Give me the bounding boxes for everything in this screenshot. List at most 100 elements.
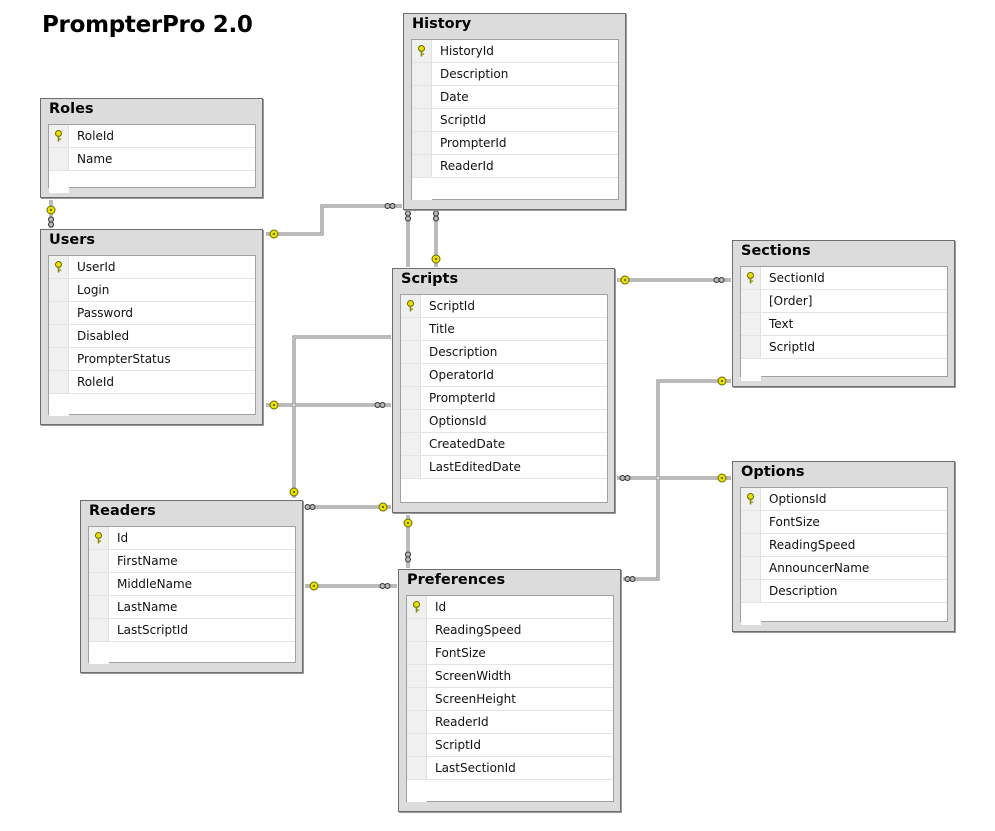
column-name: ScreenHeight — [435, 692, 516, 706]
column-name: ReaderId — [440, 159, 494, 173]
column-row[interactable]: HistoryId — [412, 40, 618, 63]
column-row[interactable]: RoleId — [49, 125, 255, 148]
column-row[interactable]: CreatedDate — [401, 433, 607, 456]
column-row[interactable]: Login — [49, 279, 255, 302]
column-row[interactable]: [Order] — [741, 290, 947, 313]
column-row[interactable]: ScriptId — [401, 295, 607, 318]
column-row[interactable]: ReaderId — [407, 711, 613, 734]
column-row[interactable] — [49, 171, 255, 194]
column-row[interactable] — [741, 603, 947, 626]
column-row[interactable] — [407, 780, 613, 803]
row-selector — [401, 479, 421, 501]
column-row[interactable]: Id — [89, 527, 295, 550]
column-name: ScriptId — [440, 113, 486, 127]
column-row[interactable]: FirstName — [89, 550, 295, 573]
column-row[interactable]: RoleId — [49, 371, 255, 394]
row-selector — [401, 364, 421, 386]
column-row[interactable]: Disabled — [49, 325, 255, 348]
link-sections-preferences — [623, 379, 731, 581]
column-row[interactable]: AnnouncerName — [741, 557, 947, 580]
column-row[interactable]: ScreenWidth — [407, 665, 613, 688]
row-selector — [741, 534, 761, 556]
row-selector — [401, 433, 421, 455]
row-selector — [741, 488, 761, 510]
column-row[interactable]: ScriptId — [741, 336, 947, 359]
column-row[interactable]: Password — [49, 302, 255, 325]
column-row[interactable]: ScriptId — [407, 734, 613, 757]
column-row[interactable]: SectionId — [741, 267, 947, 290]
row-selector — [49, 125, 69, 147]
row-selector — [741, 580, 761, 602]
column-row[interactable]: ReaderId — [412, 155, 618, 178]
column-row[interactable]: Name — [49, 148, 255, 171]
row-selector — [49, 302, 69, 324]
column-name: UserId — [77, 260, 116, 274]
column-row[interactable]: LastEditedDate — [401, 456, 607, 479]
column-row[interactable]: Text — [741, 313, 947, 336]
column-row[interactable] — [412, 178, 618, 201]
column-row[interactable]: UserId — [49, 256, 255, 279]
column-name: Description — [429, 345, 498, 359]
column-row[interactable]: Date — [412, 86, 618, 109]
column-row[interactable]: ScreenHeight — [407, 688, 613, 711]
column-row[interactable]: OptionsId — [401, 410, 607, 433]
column-name: Id — [117, 531, 129, 545]
column-row[interactable]: PrompterId — [401, 387, 607, 410]
column-row[interactable]: ReadingSpeed — [407, 619, 613, 642]
column-name: OptionsId — [429, 414, 487, 428]
column-name: FirstName — [117, 554, 178, 568]
column-row[interactable]: Description — [741, 580, 947, 603]
column-row[interactable]: Title — [401, 318, 607, 341]
column-row[interactable]: Id — [407, 596, 613, 619]
column-row[interactable]: LastScriptId — [89, 619, 295, 642]
column-row[interactable]: LastSectionId — [407, 757, 613, 780]
row-selector — [412, 109, 432, 131]
column-row[interactable]: FontSize — [407, 642, 613, 665]
column-row[interactable] — [49, 394, 255, 417]
row-selector — [407, 757, 427, 779]
column-row[interactable]: Description — [412, 63, 618, 86]
column-row[interactable]: PrompterStatus — [49, 348, 255, 371]
column-name: HistoryId — [440, 44, 494, 58]
column-name: Id — [435, 600, 447, 614]
column-name: ScriptId — [435, 738, 481, 752]
column-row[interactable]: Description — [401, 341, 607, 364]
row-selector — [89, 642, 109, 664]
row-selector — [49, 394, 69, 416]
column-name: AnnouncerName — [769, 561, 870, 575]
column-row[interactable]: PrompterId — [412, 132, 618, 155]
column-row[interactable] — [89, 642, 295, 665]
row-selector — [49, 325, 69, 347]
row-selector — [49, 371, 69, 393]
column-name: LastEditedDate — [429, 460, 521, 474]
row-selector — [89, 573, 109, 595]
column-row[interactable]: LastName — [89, 596, 295, 619]
row-selector — [407, 688, 427, 710]
primary-key-icon — [95, 532, 102, 544]
column-row[interactable] — [741, 359, 947, 382]
row-selector — [741, 336, 761, 358]
table-title: Sections — [741, 243, 811, 259]
column-row[interactable]: OptionsId — [741, 488, 947, 511]
column-name: Description — [440, 67, 509, 81]
row-selector — [407, 642, 427, 664]
column-name: [Order] — [769, 294, 813, 308]
column-row[interactable]: FontSize — [741, 511, 947, 534]
column-row[interactable]: ReadingSpeed — [741, 534, 947, 557]
column-row[interactable] — [401, 479, 607, 502]
column-row[interactable]: MiddleName — [89, 573, 295, 596]
column-row[interactable]: ScriptId — [412, 109, 618, 132]
column-row[interactable]: OperatorId — [401, 364, 607, 387]
